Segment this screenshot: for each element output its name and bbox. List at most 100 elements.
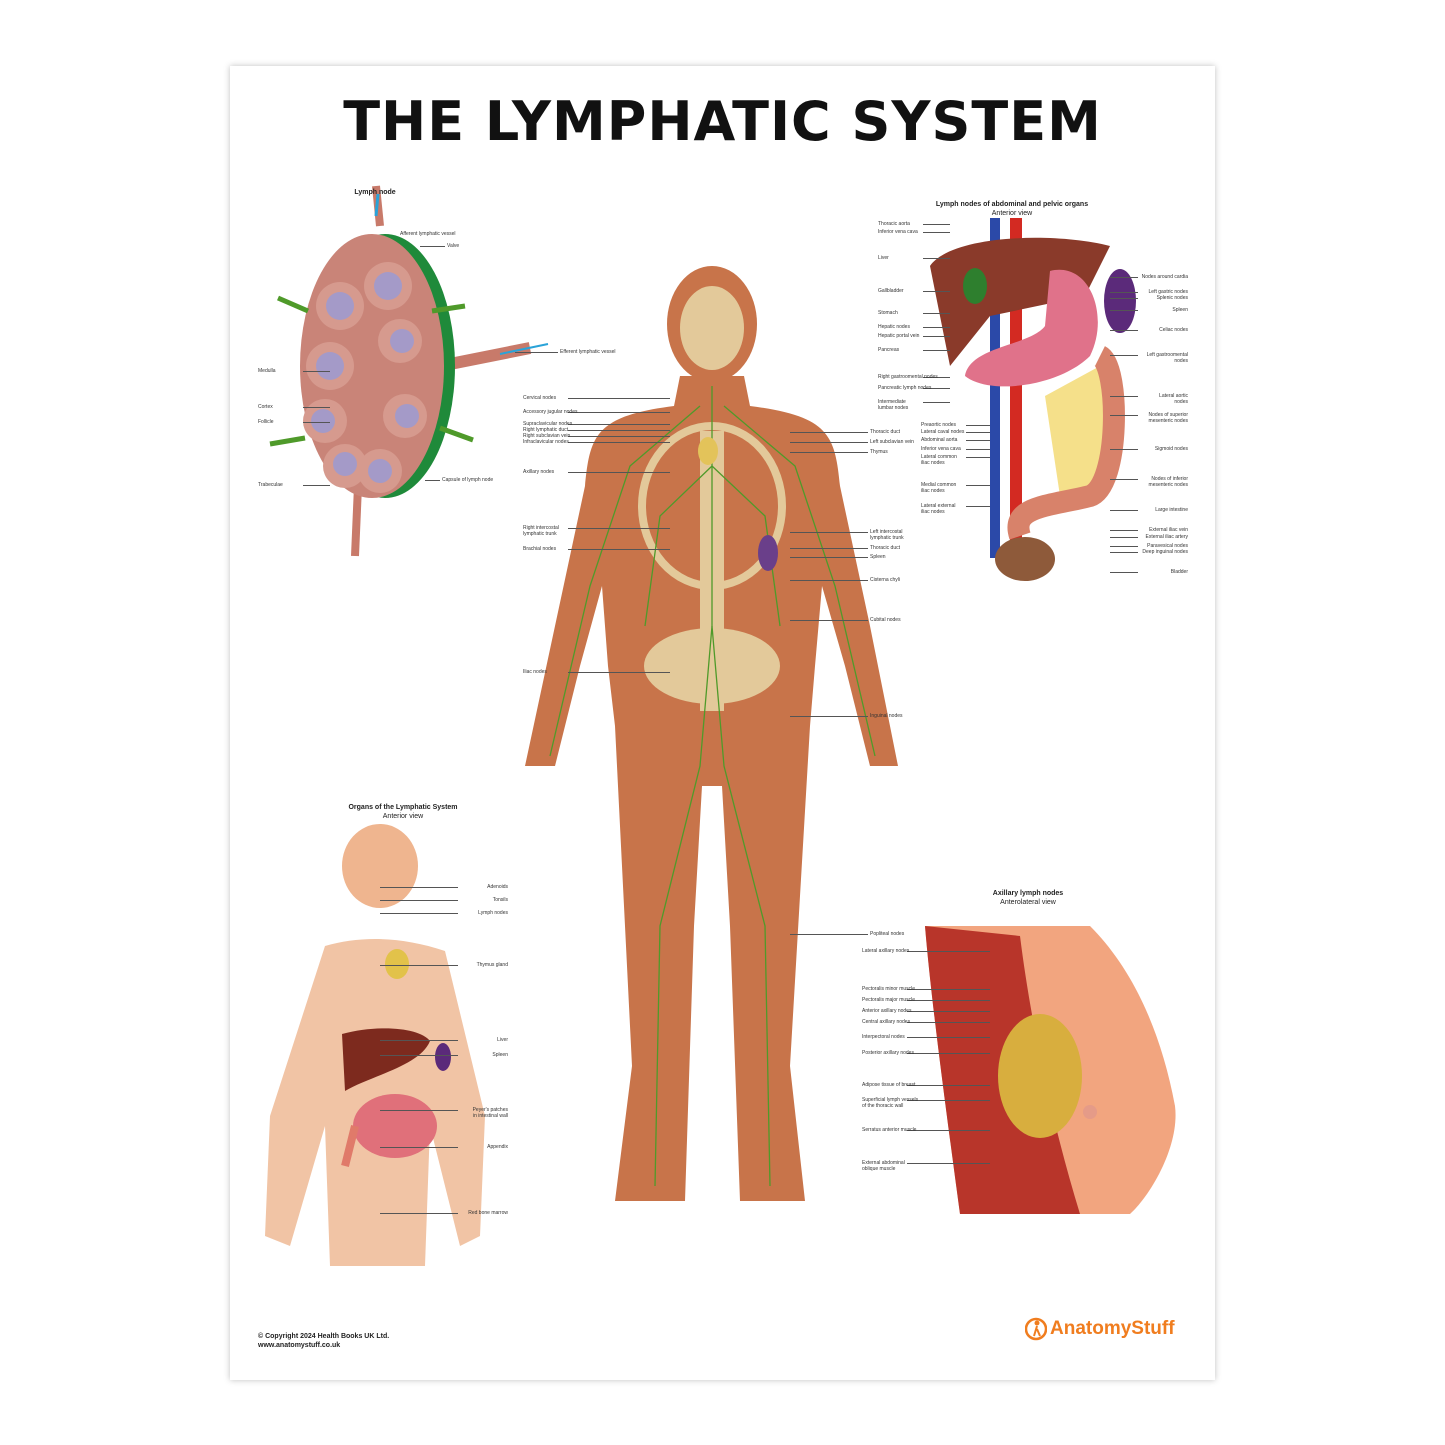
- leader-line: [966, 432, 990, 433]
- abdominal-title-text: Lymph nodes of abdominal and pelvic orga…: [935, 201, 1089, 208]
- lymph-node-illustration: [269, 185, 549, 557]
- leader-line: [790, 557, 868, 558]
- leader-line: [923, 291, 950, 292]
- callout-label: Accessory jugular nodes: [523, 409, 578, 415]
- leader-line: [568, 442, 670, 443]
- callout-label: Spleen: [870, 554, 886, 560]
- leader-line: [966, 485, 990, 486]
- callout-label: Abdominal aorta: [921, 437, 958, 443]
- leader-line: [907, 1100, 990, 1101]
- website-link[interactable]: www.anatomystuff.co.uk: [258, 1342, 341, 1349]
- leader-line: [790, 716, 868, 717]
- leader-line: [923, 258, 950, 259]
- callout-label: Lateral caval nodes: [921, 429, 965, 435]
- callout-label: Red bone marrow: [468, 1210, 508, 1216]
- callout-label: Trabeculae: [258, 482, 283, 488]
- organs-illustration: [265, 824, 485, 1266]
- axillary-title-text: Axillary lymph nodes: [992, 890, 1064, 897]
- leader-line: [923, 350, 950, 351]
- leader-line: [303, 422, 330, 423]
- leader-line: [568, 412, 670, 413]
- callout-label: Tonsils: [492, 897, 508, 903]
- callout-label: Lateral external iliac nodes: [921, 503, 956, 515]
- callout-label: Lymph nodes: [478, 910, 508, 916]
- callout-label: Pancreas: [878, 347, 900, 353]
- leader-line: [425, 480, 440, 481]
- leader-line: [1110, 479, 1138, 480]
- callout-label: Pectoralis major muscle: [862, 997, 916, 1003]
- callout-label: Splenic nodes: [1156, 295, 1188, 301]
- callout-label: Interpectoral nodes: [862, 1034, 905, 1040]
- callout-label: Thymus: [870, 449, 888, 455]
- callout-label: Axillary nodes: [523, 469, 555, 475]
- callout-label: Pectoralis minor muscle: [862, 986, 916, 992]
- anatomystuff-logo: AnatomyStuff: [1025, 1316, 1175, 1342]
- poster: THE LYMPHATIC SYSTEM: [230, 66, 1215, 1380]
- callout-label: Serratus anterior muscle: [862, 1127, 917, 1133]
- callout-label: Peyer's patches in intestinal wall: [472, 1107, 508, 1119]
- leader-line: [1110, 396, 1138, 397]
- leader-line: [380, 900, 458, 901]
- leader-line: [923, 232, 950, 233]
- leader-line: [380, 965, 458, 966]
- callout-label: Medulla: [258, 368, 276, 374]
- leader-line: [303, 485, 330, 486]
- callout-label: Intermediate lumbar nodes: [878, 399, 909, 411]
- callout-label: Right lymphatic duct: [523, 427, 569, 433]
- leader-line: [1110, 292, 1138, 293]
- callout-label: Hepatic portal vein: [878, 333, 920, 339]
- callout-label: Right intercostal lymphatic trunk: [523, 525, 559, 537]
- leader-line: [1110, 546, 1138, 547]
- leader-line: [1110, 552, 1138, 553]
- leader-line: [923, 377, 950, 378]
- callout-label: External iliac artery: [1145, 534, 1188, 540]
- callout-label: Superficial lymph vessels of the thoraci…: [862, 1097, 919, 1109]
- callout-label: Spleen: [1172, 307, 1188, 313]
- logo-figure-icon: [1025, 1317, 1047, 1341]
- callout-label: Cisterna chyli: [870, 577, 901, 583]
- callout-label: Stomach: [878, 310, 898, 316]
- callout-label: Right subclavian vein: [523, 433, 571, 439]
- leader-line: [303, 407, 330, 408]
- leader-line: [923, 336, 950, 337]
- leader-line: [907, 1022, 990, 1023]
- leader-line: [380, 913, 458, 914]
- lymph-node-title: Lymph node: [354, 189, 396, 196]
- leader-line: [568, 549, 670, 550]
- callout-label: Appendix: [487, 1144, 508, 1150]
- callout-label: Large intestine: [1155, 507, 1188, 513]
- leader-line: [790, 620, 868, 621]
- callout-label: Supraclavicular nodes: [523, 421, 573, 427]
- callout-label: Liver: [497, 1037, 508, 1043]
- callout-label: Brachial nodes: [523, 546, 557, 552]
- leader-line: [966, 440, 990, 441]
- abdominal-illustration: [930, 218, 1136, 581]
- leader-line: [568, 528, 670, 529]
- leader-line: [907, 951, 990, 952]
- leader-line: [790, 580, 868, 581]
- leader-line: [568, 430, 670, 431]
- callout-label: Left subclavian vein: [870, 439, 914, 445]
- leader-line: [790, 432, 868, 433]
- poster-title: THE LYMPHATIC SYSTEM: [343, 90, 1102, 153]
- main-body-illustration: [525, 266, 898, 1201]
- callout-label: Hepatic nodes: [878, 324, 910, 330]
- leader-line: [907, 1053, 990, 1054]
- leader-line: [1110, 277, 1138, 278]
- leader-line: [907, 1011, 990, 1012]
- callout-label: Nodes around cardia: [1141, 274, 1188, 280]
- leader-line: [1110, 449, 1138, 450]
- callout-label: Cubital nodes: [870, 617, 901, 623]
- callout-label: Popliteal nodes: [870, 931, 905, 937]
- callout-label: Celiac nodes: [1159, 327, 1188, 333]
- leader-line: [380, 887, 458, 888]
- leader-line: [1110, 310, 1138, 311]
- callout-label: Paravesical nodes: [1147, 543, 1188, 549]
- abdominal-subtitle: Anterior view: [991, 210, 1033, 217]
- leader-line: [1110, 298, 1138, 299]
- callout-label: Thoracic duct: [870, 429, 901, 435]
- callout-label: Valve: [447, 243, 460, 249]
- callout-label: Cervical nodes: [523, 395, 557, 401]
